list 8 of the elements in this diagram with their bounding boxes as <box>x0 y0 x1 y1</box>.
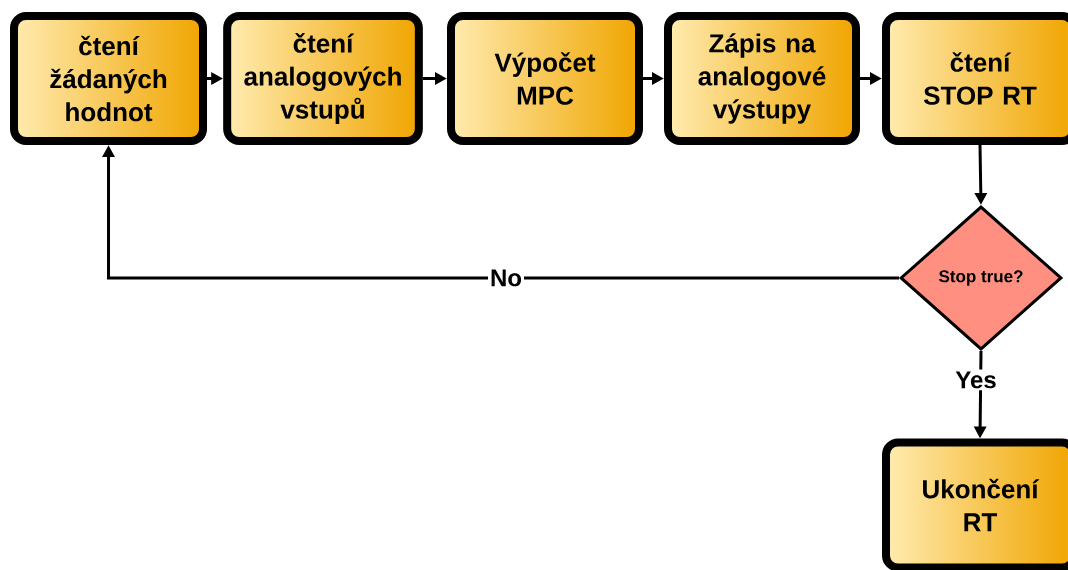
process-box: Výpočet MPC <box>447 12 643 145</box>
edge-label: Yes <box>953 369 999 391</box>
process-box: čtení analogových vstupů <box>223 12 423 145</box>
edge-label: No <box>488 267 524 289</box>
process-box: čtení žádaných hodnot <box>10 12 207 145</box>
process-box: čtení STOP RT <box>882 12 1068 145</box>
process-box: Ukončení RT <box>882 438 1068 570</box>
process-box: Zápis na analogové výstupy <box>664 12 860 145</box>
